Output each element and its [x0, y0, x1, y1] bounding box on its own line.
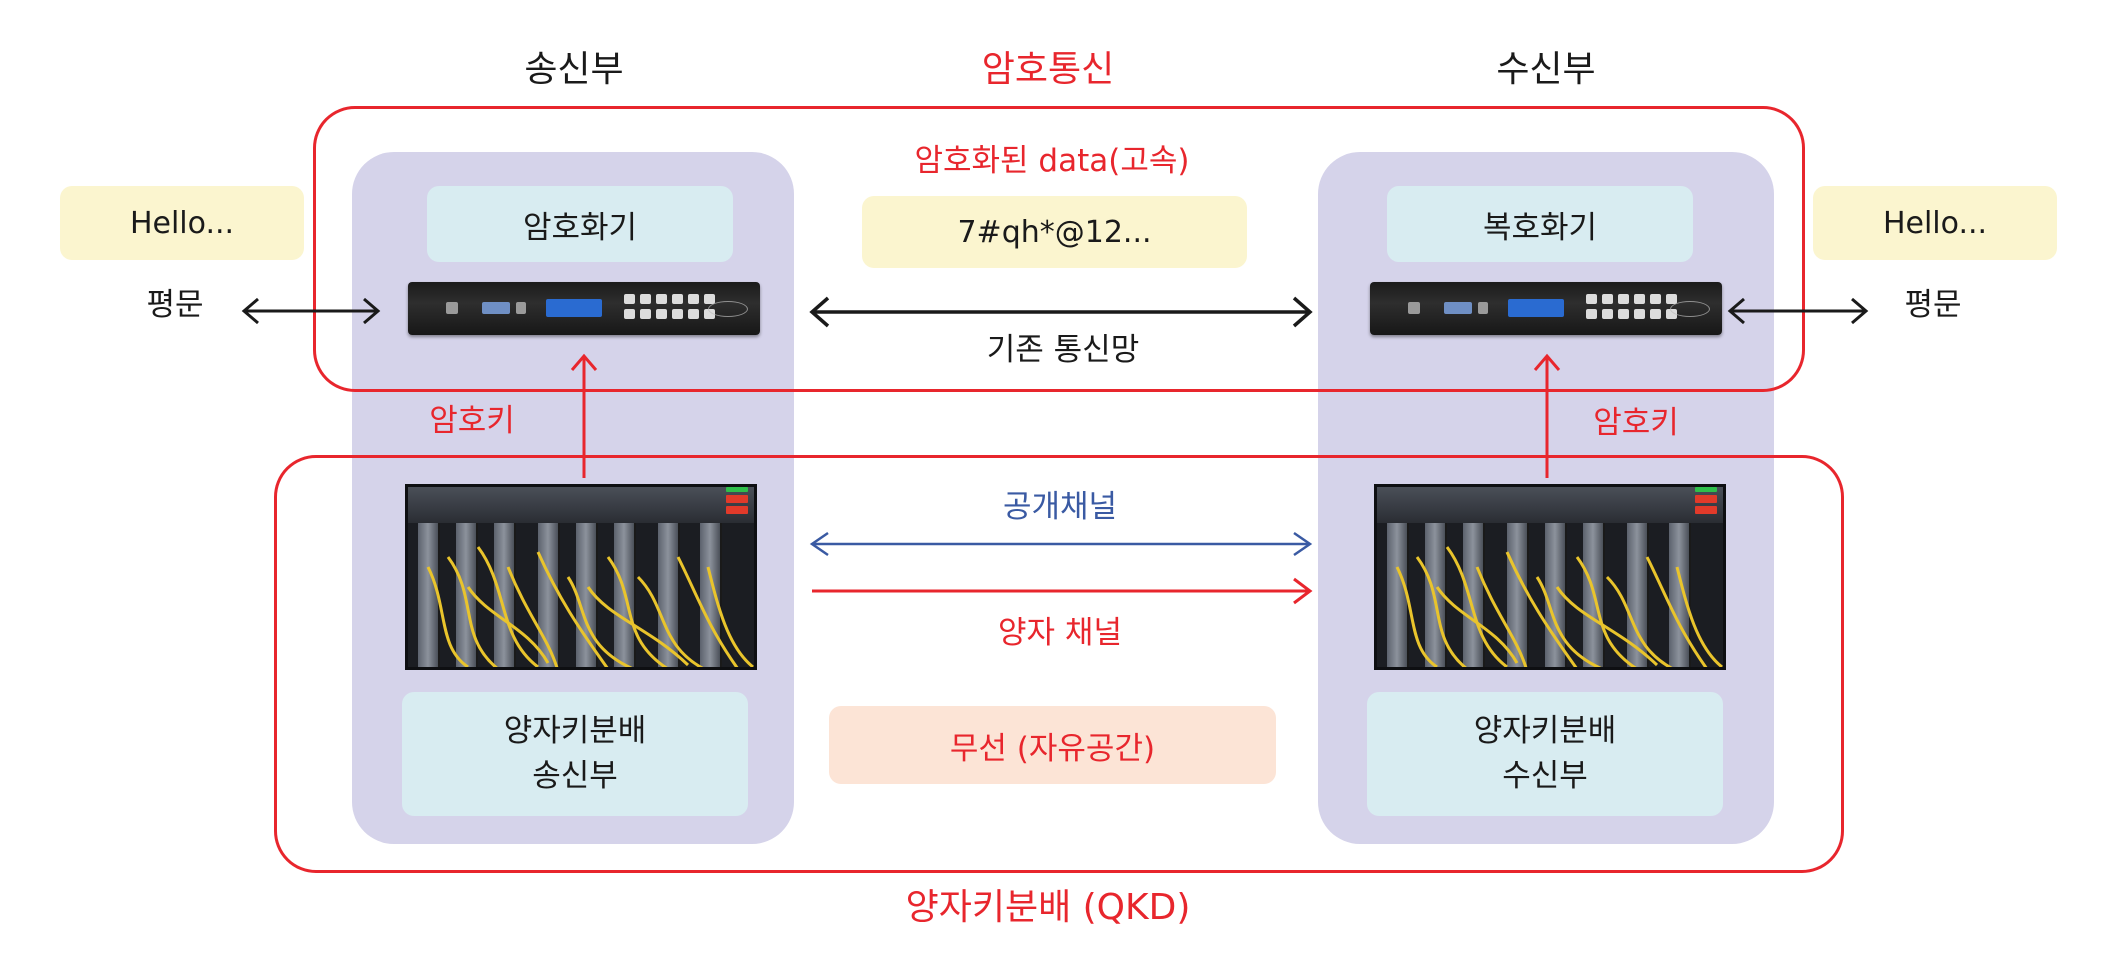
crypto-comm-title: 암호통신 — [981, 49, 1115, 90]
cipher-sample-box: 7#qh*@12... — [862, 196, 1247, 268]
decryptor-device-icon — [1370, 282, 1722, 335]
decryptor-box: 복호화기 — [1387, 186, 1693, 262]
crypto-key-right-label: 암호키 — [1593, 405, 1679, 441]
encrypted-data-label: 암호화된 data(고속) — [914, 143, 1190, 179]
qkd-receiver-line1: 양자키분배 — [1473, 713, 1617, 750]
wireless-box: 무선 (자유공간) — [829, 706, 1276, 784]
public-channel-label: 공개채널 — [1002, 489, 1118, 525]
plaintext-left-box: Hello... — [60, 186, 304, 260]
sender-title: 송신부 — [524, 49, 624, 90]
existing-network-label: 기존 통신망 — [986, 332, 1140, 368]
receiver-title: 수신부 — [1496, 49, 1596, 90]
qkd-receiver-box: 양자키분배 수신부 — [1367, 692, 1723, 816]
qkd-receiver-rack-icon — [1374, 484, 1726, 670]
plaintext-right-box: Hello... — [1813, 186, 2057, 260]
encryptor-box: 암호화기 — [427, 186, 733, 262]
qkd-sender-line1: 양자키분배 — [503, 713, 647, 750]
plaintext-label-right: 평문 — [1904, 287, 1962, 323]
crypto-key-left-label: 암호키 — [429, 403, 515, 439]
quantum-channel-label: 양자 채널 — [998, 615, 1122, 651]
crypto-comm-frame — [313, 106, 1805, 392]
qkd-title: 양자키분배 (QKD) — [905, 887, 1191, 928]
qkd-sender-line2: 송신부 — [532, 758, 618, 794]
encryptor-device-icon — [408, 282, 760, 335]
qkd-sender-rack-icon — [405, 484, 757, 670]
plaintext-label-left: 평문 — [146, 287, 204, 323]
qkd-sender-box: 양자키분배 송신부 — [402, 692, 748, 816]
qkd-receiver-line2: 수신부 — [1502, 758, 1588, 794]
qkd-frame — [274, 455, 1844, 873]
